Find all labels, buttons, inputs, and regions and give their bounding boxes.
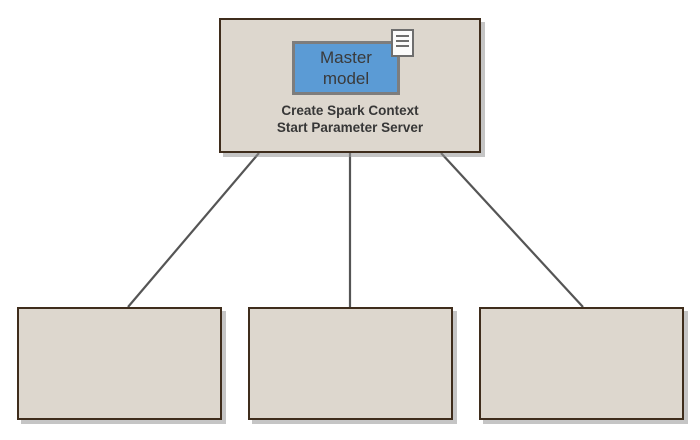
note-icon-line [396, 35, 409, 37]
worker-node-2[interactable] [248, 307, 453, 420]
master-model-label-line-1: Master [320, 48, 372, 67]
master-model-component[interactable]: Master model [292, 41, 400, 95]
master-model-label: Master model [320, 47, 372, 89]
master-node[interactable]: Master model Create Spark Context Start P… [219, 18, 481, 153]
worker-node-3[interactable] [479, 307, 684, 420]
note-icon-line [396, 40, 409, 42]
master-node-caption: Create Spark Context Start Parameter Ser… [221, 102, 479, 136]
note-icon-line [396, 45, 409, 47]
worker-node-1[interactable] [17, 307, 222, 420]
master-caption-line-2: Start Parameter Server [276, 120, 424, 135]
connector-master-to-worker-3 [440, 152, 584, 308]
connector-master-to-worker-1 [127, 152, 260, 308]
master-model-label-line-2: model [322, 69, 370, 88]
master-caption-line-1: Create Spark Context [281, 103, 419, 118]
note-icon [391, 29, 414, 57]
